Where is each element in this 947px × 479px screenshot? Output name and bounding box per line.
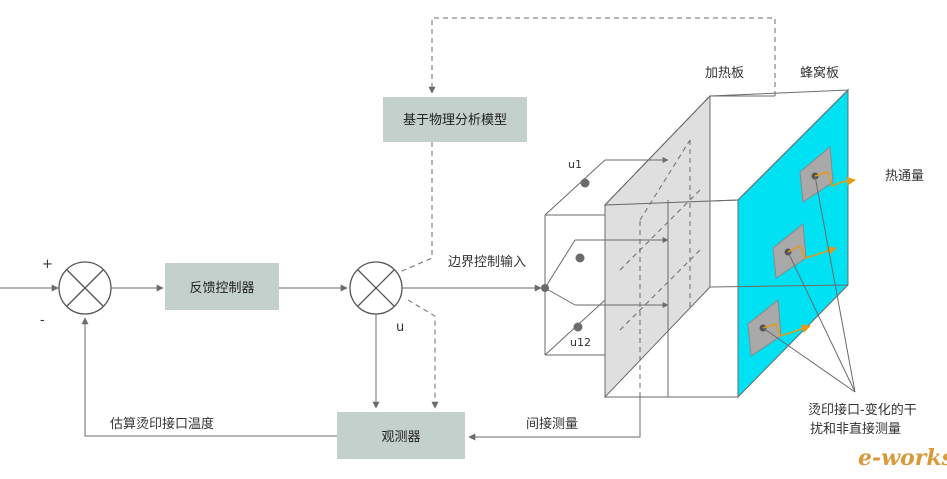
physics-model-block [383,97,527,142]
boundary-input-label: 边界控制输入 [448,254,526,270]
interface-annotation-line2: 扰和非直接测量 [810,421,901,437]
interface-annotation-line1: 烫印接口-变化的干 [808,402,917,418]
heat-flux-label: 热通量 [885,169,924,184]
u12-dot [573,322,583,332]
u1-dot [580,178,590,188]
minus-sign: - [40,313,45,328]
input-junction [541,284,549,292]
u-label: u [396,320,404,335]
u12-label: u12 [570,336,591,349]
summing-junction-2 [349,261,403,315]
plus-sign: + [42,257,53,272]
indirect-measure-label: 间接测量 [526,416,578,432]
input-dot-mid [575,253,585,263]
observer-block [337,412,465,459]
e-works-watermark: e-works [858,445,947,471]
u1-label: u1 [568,158,582,171]
interface-patch-bottom [747,299,811,357]
summing-junction-1 [58,261,112,315]
physics-model-label: 基于物理分析模型 [403,113,507,128]
observer-label: 观测器 [381,430,420,445]
feedback-controller-block [165,263,279,310]
heating-plate-label: 加热板 [705,66,744,81]
heating-plate-face [604,94,711,399]
interface-patch-mid [772,223,837,279]
estimate-label: 估算烫印接口温度 [110,416,214,432]
honeycomb-plate-label: 蜂窝板 [800,65,839,81]
feedback-controller-label: 反馈控制器 [189,281,254,296]
